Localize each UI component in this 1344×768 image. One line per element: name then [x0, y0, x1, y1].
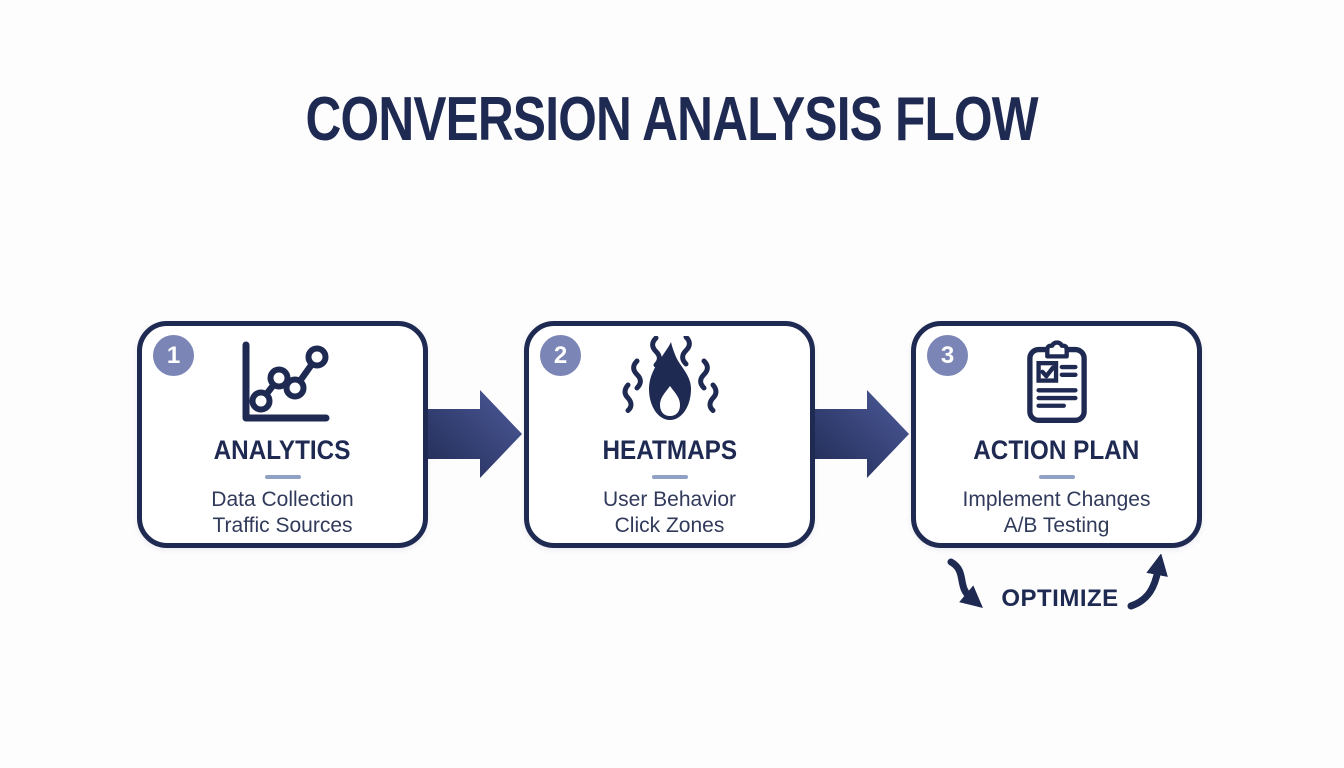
step-number-badge: 2 — [540, 335, 581, 376]
step-details: Data Collection Traffic Sources — [211, 487, 353, 539]
step-card-action-plan: 3 ACTION PLAN Implement Changes — [911, 321, 1202, 548]
curved-arrow-up-icon — [1127, 554, 1168, 610]
step-number-badge: 1 — [153, 335, 194, 376]
step-detail-line: Implement Changes — [962, 488, 1151, 511]
step-detail-line: Click Zones — [614, 514, 725, 537]
optimize-loop: OPTIMIZE — [938, 552, 1182, 628]
step-title: HEATMAPS — [602, 435, 737, 465]
optimize-label: OPTIMIZE — [1001, 585, 1119, 612]
flow-arrow-right — [815, 390, 909, 478]
step-card-analytics: 1 ANALYTICS Data Collection Traffic Sour… — [137, 321, 428, 548]
step-title: ANALYTICS — [214, 435, 351, 465]
step-details: Implement Changes A/B Testing — [963, 487, 1151, 539]
step-detail-line: A/B Testing — [1003, 514, 1110, 537]
step-number-badge: 3 — [927, 335, 968, 376]
clipboard-checklist-icon — [1026, 340, 1087, 423]
line-chart-icon — [242, 341, 329, 421]
curved-arrow-down-icon — [947, 558, 984, 608]
divider — [264, 475, 301, 479]
step-title: ACTION PLAN — [973, 435, 1140, 465]
divider — [1038, 475, 1075, 479]
step-card-heatmaps: 2 HEATMAPS User Behavior Click Zones — [524, 321, 815, 548]
divider — [651, 475, 688, 479]
step-detail-line: Traffic Sources — [212, 514, 353, 537]
page-title: CONVERSION ANALYSIS FLOW — [305, 85, 1039, 154]
step-detail-line: Data Collection — [211, 488, 354, 511]
step-details: User Behavior Click Zones — [603, 487, 736, 539]
step-detail-line: User Behavior — [602, 488, 737, 511]
flame-icon — [622, 335, 718, 420]
flow-arrow-right — [428, 390, 522, 478]
